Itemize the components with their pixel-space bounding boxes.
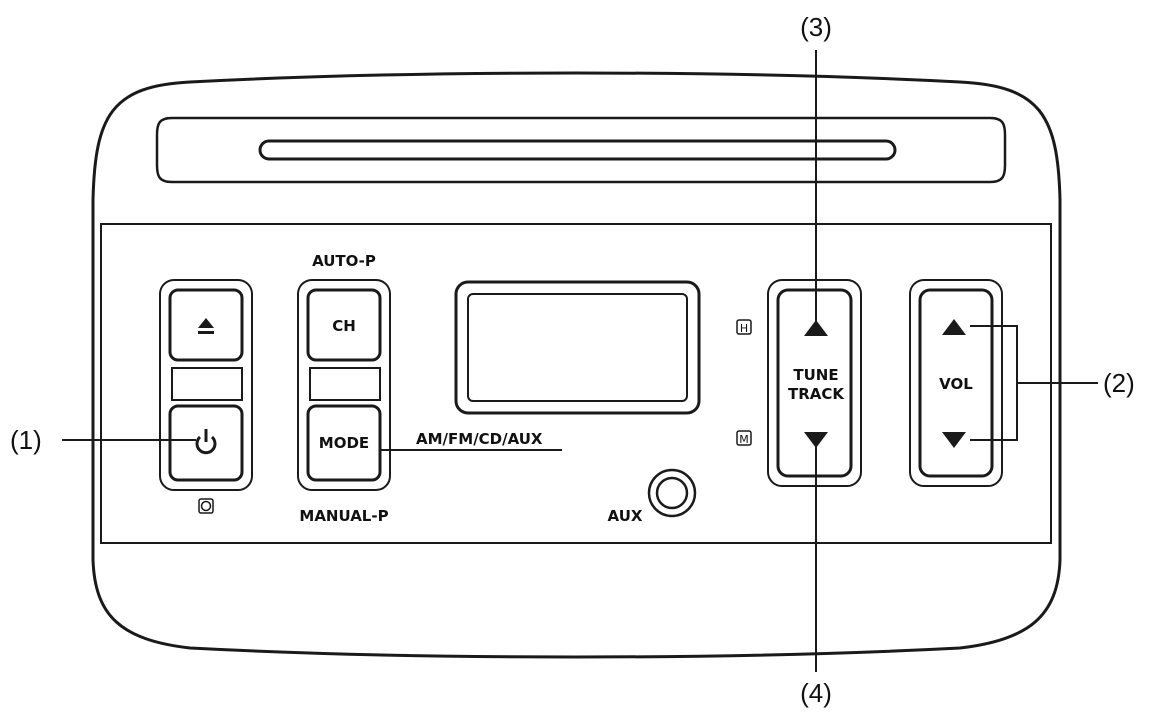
eject-power-bezel xyxy=(159,279,253,491)
eject-power-divider xyxy=(171,367,243,401)
vol-down-icon[interactable] xyxy=(942,432,966,448)
tune-track-rocker[interactable] xyxy=(776,288,853,478)
ch-mode-bezel xyxy=(297,279,391,491)
m-marker-label: M xyxy=(739,433,749,446)
head-unit-outline xyxy=(91,71,1062,659)
tune-label: TUNE xyxy=(793,366,838,384)
callout-3: (3) xyxy=(800,12,832,42)
manual-p-label: MANUAL-P xyxy=(299,507,388,525)
eject-icon xyxy=(198,318,214,334)
aux-label: AUX xyxy=(608,507,643,525)
mode-sources-label: AM/FM/CD/AUX xyxy=(416,430,543,448)
vol-bezel xyxy=(909,279,1003,487)
h-marker-label: H xyxy=(740,322,748,335)
h-marker: H xyxy=(736,319,752,335)
mode-button[interactable] xyxy=(306,404,382,482)
ch-mode-divider xyxy=(309,367,381,401)
m-marker: M xyxy=(736,430,752,446)
display-bezel xyxy=(454,280,701,415)
callout-1: (1) xyxy=(10,425,42,455)
auto-p-label: AUTO-P xyxy=(312,252,376,270)
callout-2: (2) xyxy=(1103,368,1135,398)
power-button[interactable] xyxy=(168,404,244,482)
ch-button[interactable] xyxy=(306,288,382,362)
aux-jack[interactable] xyxy=(647,468,697,518)
display-screen xyxy=(467,293,688,402)
vol-label: VOL xyxy=(939,375,973,393)
track-label: TRACK xyxy=(788,385,845,403)
cd-slot-housing xyxy=(155,116,1007,184)
mode-button-label: MODE xyxy=(319,434,369,452)
vol-up-icon[interactable] xyxy=(942,319,966,335)
power-icon xyxy=(195,429,217,455)
tune-track-bezel xyxy=(767,279,862,487)
callout-4: (4) xyxy=(800,678,832,708)
cd-slot[interactable] xyxy=(258,139,897,161)
ch-button-label: CH xyxy=(332,317,356,335)
clock-icon xyxy=(198,498,214,514)
vol-rocker[interactable] xyxy=(918,288,994,478)
